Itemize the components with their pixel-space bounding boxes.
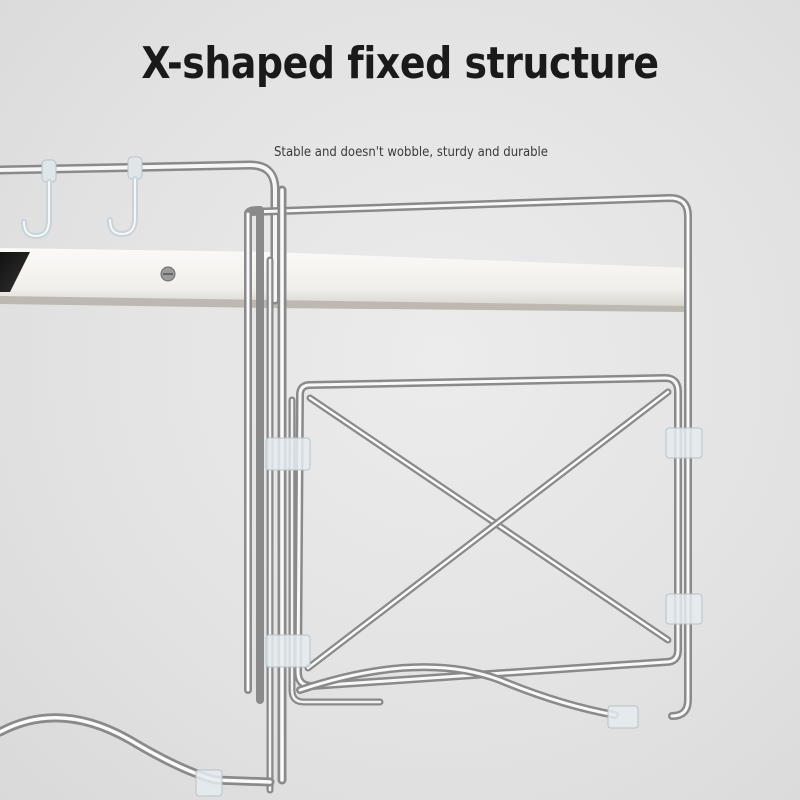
bottom-foot bbox=[0, 663, 619, 787]
x-brace bbox=[304, 388, 672, 672]
subline: Stable and doesn't wobble, sturdy and du… bbox=[274, 145, 549, 160]
clip-icon bbox=[665, 427, 703, 459]
clip-icon bbox=[265, 437, 311, 471]
rack-frame bbox=[244, 185, 692, 794]
hook-icon bbox=[107, 156, 143, 238]
support-clips bbox=[195, 427, 703, 797]
clip-icon bbox=[665, 593, 703, 625]
hanging-hooks bbox=[21, 156, 143, 240]
headline: X-shaped fixed structure bbox=[141, 38, 659, 89]
clip-icon bbox=[195, 769, 223, 797]
clip-icon bbox=[607, 705, 639, 729]
hook-icon bbox=[21, 159, 57, 240]
shelf-panel bbox=[0, 248, 690, 312]
clip-icon bbox=[265, 634, 311, 668]
top-rail bbox=[0, 160, 280, 305]
